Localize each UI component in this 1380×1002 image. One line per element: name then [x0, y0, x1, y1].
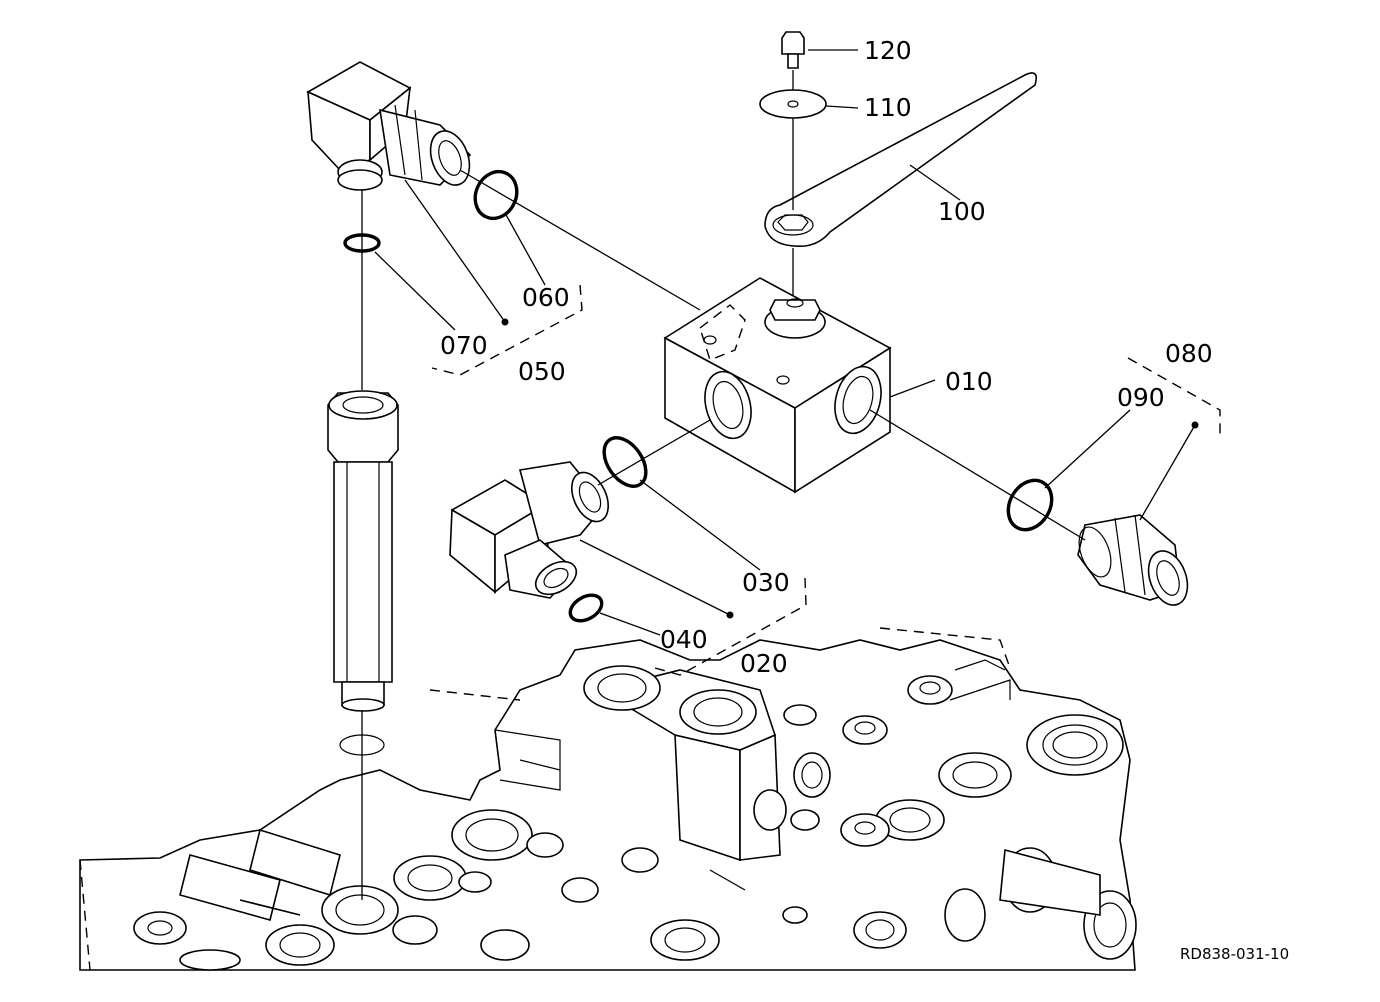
straight-fitting-080 — [1077, 514, 1189, 606]
elbow-fitting-020 — [449, 461, 609, 599]
label-030: 030 — [742, 568, 790, 597]
valve-block-010 — [663, 277, 892, 494]
vertical-pipe-assembly — [327, 390, 399, 756]
bolt-120 — [781, 31, 805, 69]
washer-110 — [759, 89, 827, 119]
label-100: 100 — [938, 197, 986, 226]
wrench-100 — [764, 72, 1038, 247]
label-050: 050 — [518, 357, 566, 386]
o-ring-060 — [473, 169, 519, 221]
o-ring-090 — [1006, 478, 1054, 532]
label-020: 020 — [740, 649, 788, 678]
o-ring-030 — [602, 436, 648, 488]
label-090: 090 — [1117, 383, 1165, 412]
o-ring-040 — [568, 593, 604, 623]
group-brackets — [431, 284, 1221, 676]
part-labels: 120 110 100 060 070 050 010 080 090 030 … — [440, 36, 1213, 678]
control-valve-assembly — [79, 627, 1137, 971]
label-040: 040 — [660, 625, 708, 654]
drawing-code: RD838-031-10 — [1180, 945, 1289, 963]
label-leaders — [374, 49, 1199, 636]
label-070: 070 — [440, 331, 488, 360]
label-110: 110 — [864, 93, 912, 122]
assembly-lines — [361, 70, 1086, 900]
label-080: 080 — [1165, 339, 1213, 368]
elbow-fitting-050 — [306, 61, 472, 191]
label-120: 120 — [864, 36, 912, 65]
label-060: 060 — [522, 283, 570, 312]
label-010: 010 — [945, 367, 993, 396]
